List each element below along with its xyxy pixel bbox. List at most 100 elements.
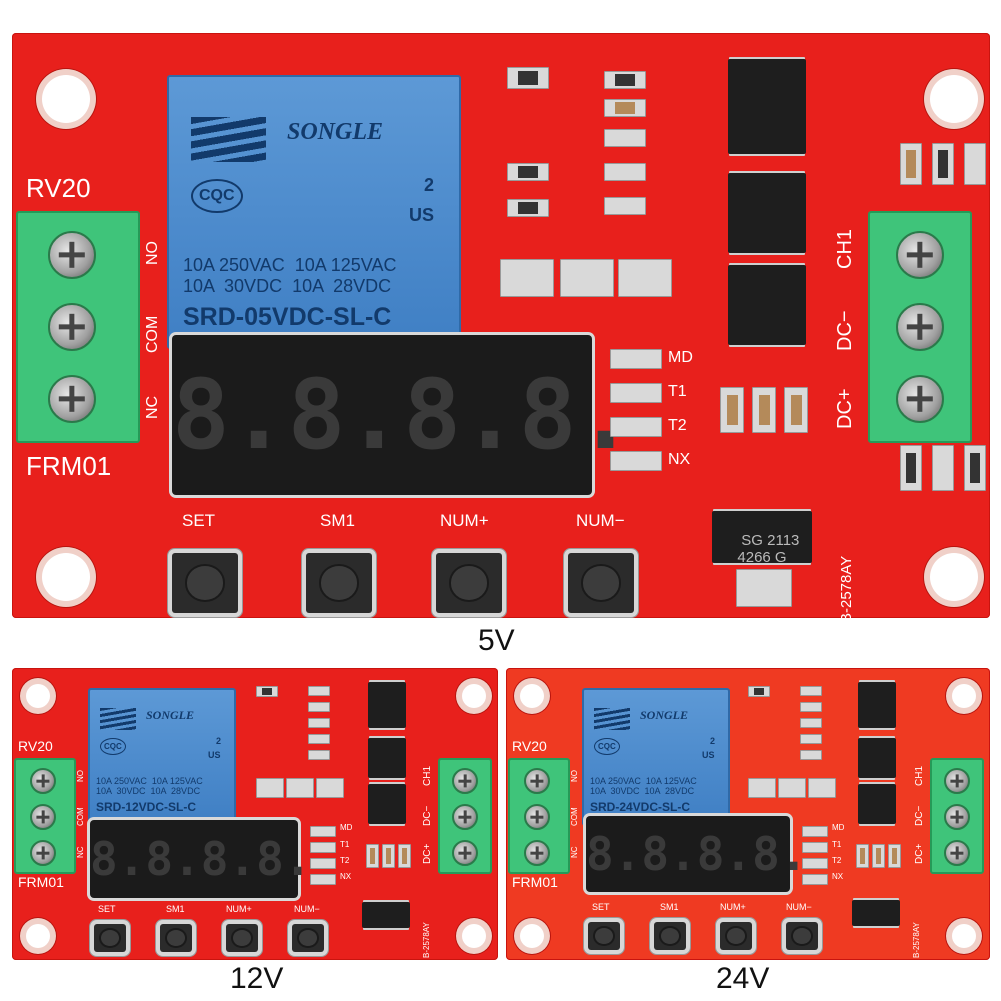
- indicator-label-nx: NX: [668, 451, 691, 468]
- mount-hole: [26, 684, 50, 708]
- button-label-num-minus: NUM−: [294, 904, 320, 914]
- smd-component: [888, 844, 901, 868]
- smd-component: [720, 387, 744, 433]
- terminal-label-ch1: CH1: [914, 765, 925, 786]
- terminal-label-dc-minus: DC−: [914, 805, 925, 826]
- terminal-label-dc-plus: DC+: [914, 843, 925, 864]
- smd-component: [778, 778, 806, 798]
- relay-cert-number: 2: [710, 736, 716, 746]
- set-button[interactable]: [172, 553, 238, 613]
- relay-ul-us: US: [702, 750, 715, 760]
- smd-component: [366, 844, 379, 868]
- num-plus-button[interactable]: [436, 553, 502, 613]
- terminal-screw: [48, 231, 96, 279]
- indicator-led: [610, 349, 662, 369]
- smd-component: [286, 778, 314, 798]
- mount-hole: [930, 75, 978, 123]
- sm1-button[interactable]: [654, 922, 686, 950]
- button-label-set: SET: [592, 902, 610, 912]
- smd-component: [308, 750, 330, 760]
- terminal-label-nc: NC: [570, 846, 579, 858]
- relay-model: SRD-24VDC-SL-C: [590, 800, 691, 814]
- set-button[interactable]: [94, 924, 126, 952]
- smd-component: [316, 778, 344, 798]
- mount-hole: [42, 553, 90, 601]
- button-label-sm1: SM1: [320, 511, 355, 530]
- board-edge-text: B-2578AY: [912, 922, 921, 958]
- terminal-label-no: NO: [76, 770, 85, 782]
- sm1-button[interactable]: [160, 924, 192, 952]
- terminal-label-com: COM: [570, 807, 579, 826]
- smd-component: [308, 734, 330, 744]
- board-title: RV20: [26, 173, 91, 203]
- smd-component: [604, 71, 646, 89]
- smd-component: [604, 163, 646, 181]
- input-terminal-block: [438, 758, 492, 874]
- num-plus-button[interactable]: [720, 922, 752, 950]
- ic-chip: [368, 738, 406, 778]
- mount-hole: [26, 924, 50, 948]
- relay-brand: SONGLE: [146, 708, 195, 722]
- num-plus-button[interactable]: [226, 924, 258, 952]
- relay-cert-badge: CQC: [594, 738, 620, 755]
- indicator-label-nx: NX: [832, 872, 844, 881]
- terminal-screw: [896, 303, 944, 351]
- terminal-label-ch1: CH1: [834, 228, 856, 269]
- indicator-label-t2: T2: [832, 856, 842, 865]
- ic-chip: [728, 59, 806, 154]
- terminal-screw: [944, 804, 970, 830]
- num-minus-button[interactable]: [786, 922, 818, 950]
- board-title: RV20: [512, 738, 547, 754]
- relay-board-12v: SONGLE CQC 2 US 10A 250VAC 10A 125VAC 10…: [12, 668, 498, 960]
- indicator-led: [802, 858, 828, 869]
- terminal-screw: [30, 804, 56, 830]
- display-digit: 8.: [518, 359, 635, 471]
- button-label-sm1: SM1: [660, 902, 679, 912]
- relay-module: SONGLE CQC 2 US 10A 250VAC 10A 125VAC 10…: [88, 688, 236, 826]
- ic-chip: [858, 682, 896, 728]
- relay-model: SRD-12VDC-SL-C: [96, 800, 197, 814]
- smd-component: [256, 686, 278, 697]
- smd-component: [964, 445, 986, 491]
- display-digit: 8.: [752, 827, 808, 881]
- button-label-num-minus: NUM−: [576, 511, 625, 530]
- smd-component: [748, 686, 770, 697]
- voltage-regulator: SG 2113 4266 G: [712, 511, 812, 566]
- indicator-led: [802, 874, 828, 885]
- caption-12v: 12V: [230, 962, 284, 995]
- display-digit: 8.: [287, 359, 404, 471]
- smd-component: [604, 99, 646, 117]
- indicator-led: [610, 451, 662, 471]
- board-model: FRM01: [512, 874, 558, 890]
- songle-logo-icon: [594, 708, 630, 730]
- set-button[interactable]: [588, 922, 620, 950]
- relay-brand: SONGLE: [640, 708, 689, 722]
- smd-component: [856, 844, 869, 868]
- output-terminal-block: [508, 758, 570, 874]
- mount-hole: [520, 684, 544, 708]
- indicator-led: [310, 858, 336, 869]
- relay-cert-number: 2: [216, 736, 222, 746]
- indicator-label-md: MD: [340, 823, 353, 832]
- indicator-led: [802, 826, 828, 837]
- terminal-label-nc: NC: [144, 395, 161, 419]
- terminal-label-com: COM: [76, 807, 85, 826]
- num-minus-button[interactable]: [292, 924, 324, 952]
- relay-spec: 10A 250VAC 10A 125VAC 10A 30VDC 10A 28VD…: [183, 255, 397, 296]
- mount-hole: [520, 924, 544, 948]
- terminal-screw: [30, 840, 56, 866]
- smd-component: [604, 129, 646, 147]
- smd-component: [800, 750, 822, 760]
- relay-module: SONGLE CQC 2 US 10A 250VAC 10A 125VAC 10…: [167, 75, 461, 349]
- output-terminal-block: [16, 211, 140, 443]
- mount-hole: [952, 684, 976, 708]
- num-minus-button[interactable]: [568, 553, 634, 613]
- sm1-button[interactable]: [306, 553, 372, 613]
- terminal-screw: [524, 768, 550, 794]
- relay-ul-us: US: [409, 205, 435, 225]
- segment-display: 8. 8. 8. 8.: [586, 816, 808, 892]
- terminal-label-dc-plus: DC+: [834, 388, 856, 429]
- smd-component: [900, 445, 922, 491]
- relay-module: SONGLE CQC 2 US 10A 250VAC 10A 125VAC 10…: [582, 688, 730, 826]
- caption-5v: 5V: [478, 624, 515, 657]
